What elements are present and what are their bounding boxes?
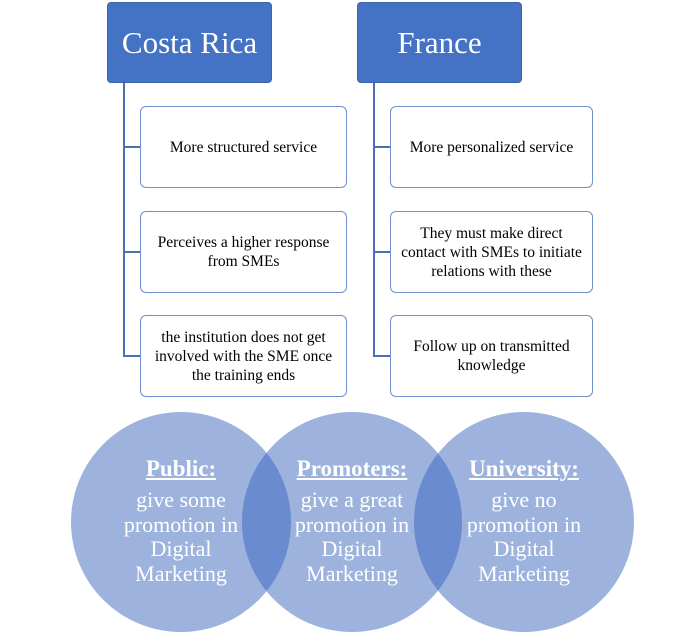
- france-item-follow-up: Follow up on transmitted knowledge: [390, 315, 593, 397]
- venn-promoters-line-1: give a great: [300, 487, 404, 512]
- france-item-direct-contact: They must make direct contact with SMEs …: [390, 211, 593, 293]
- venn-promoters-line-2: promotion in: [294, 511, 410, 537]
- costa-rica-item-structured-service: More structured service: [140, 106, 347, 188]
- venn-circle-university: [414, 412, 634, 632]
- venn-circle-public: [71, 412, 291, 632]
- costa-rica-connector-trunk: [123, 83, 125, 357]
- venn-promoters-line-4: Marketing: [306, 560, 398, 586]
- costa-rica-connector-branch-2: [123, 251, 140, 253]
- costa-rica-header: Costa Rica: [107, 2, 272, 83]
- venn-university-line-2: promotion in: [466, 511, 582, 537]
- venn-public-line-1: give some: [136, 487, 226, 512]
- venn-university-line-3: Digital: [493, 536, 555, 561]
- venn-university-label: University: give no promotion in Digital…: [444, 454, 604, 586]
- venn-circle-promoters: [242, 412, 462, 632]
- venn-public-line-3: Digital: [150, 536, 212, 561]
- venn-public-title: Public:: [145, 456, 217, 481]
- france-connector-trunk: [373, 83, 375, 357]
- costa-rica-item-higher-response: Perceives a higher response from SMEs: [140, 211, 347, 293]
- france-item-personalized-service: More personalized service: [390, 106, 593, 188]
- venn-promoters-line-3: Digital: [321, 536, 383, 561]
- venn-promoters-title: Promoters:: [296, 456, 408, 481]
- venn-public-label: Public: give some promotion in Digital M…: [101, 454, 261, 586]
- venn-university-title: University:: [469, 456, 579, 481]
- france-connector-branch-1: [373, 146, 390, 148]
- costa-rica-item-not-involved: the institution does not get involved wi…: [140, 315, 347, 397]
- france-connector-branch-3: [373, 355, 390, 357]
- venn-promoters-label: Promoters: give a great promotion in Dig…: [272, 454, 432, 586]
- costa-rica-connector-branch-3: [123, 355, 140, 357]
- venn-university-line-1: give no: [491, 487, 557, 512]
- venn-public-line-4: Marketing: [135, 560, 227, 586]
- france-header: France: [357, 2, 522, 83]
- france-connector-branch-2: [373, 251, 390, 253]
- costa-rica-connector-branch-1: [123, 146, 140, 148]
- venn-public-line-2: promotion in: [123, 511, 239, 537]
- venn-university-line-4: Marketing: [478, 560, 570, 586]
